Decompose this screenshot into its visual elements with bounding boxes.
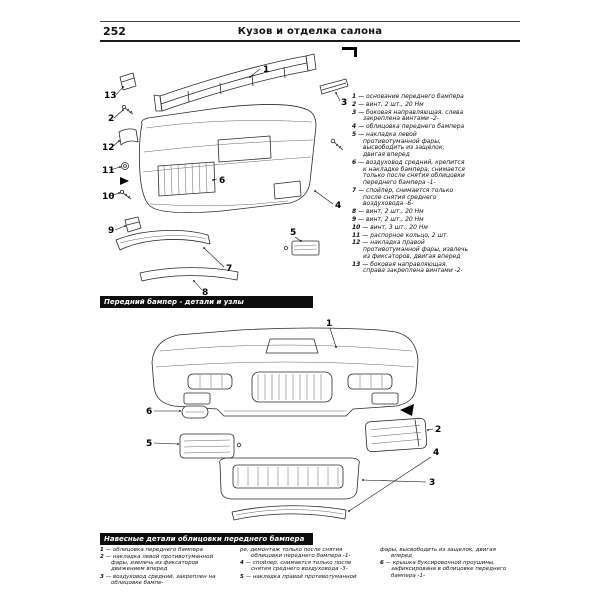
figure1-legend: 1 — основание переднего бампера 2 — винт… [352, 93, 468, 276]
callout-5: 5 [146, 439, 152, 449]
legend-item: 12 — накладка правой противотуманной фар… [352, 239, 468, 260]
legend-item: 4 — спойлер, снимается только после снят… [240, 560, 352, 573]
callout-3: 3 [341, 98, 347, 108]
part-center-air-duct [157, 161, 216, 197]
callout-10: 10 [102, 192, 115, 202]
page-title: Кузов и отделка салона [237, 26, 383, 37]
figure1-caption: Передний бампер - детали и узлы [100, 296, 313, 308]
callout-4: 4 [335, 201, 341, 211]
part-cover-12 [118, 128, 139, 146]
part-bracket-13 [119, 72, 137, 91]
part-spoiler-strip-4 [231, 505, 347, 521]
callout-1: 1 [263, 65, 269, 75]
part-strip-8 [139, 267, 239, 282]
page-number: 252 [103, 25, 126, 38]
legend-item: 6 — воздуховод средний, крепится к накла… [352, 158, 465, 187]
legend-item: 5 — накладка правой противотуманной [240, 573, 357, 580]
callout-2: 2 [435, 425, 441, 435]
callout-2: 2 [108, 114, 114, 124]
leader-lines [153, 327, 434, 512]
part-spoiler-7 [115, 230, 211, 251]
callout-13: 13 [104, 91, 117, 101]
callout-1: 1 [326, 319, 332, 329]
corner-mark-icon [342, 47, 357, 57]
legend-item: 1 — облицовка переднего бампера [100, 547, 203, 553]
figure2-legend-column-3: фары, высвободить из защелок, двигая впе… [380, 547, 518, 580]
direction-arrow-icon [120, 177, 129, 185]
figure2-caption: Навесные детали облицовки переднего бамп… [100, 533, 313, 545]
legend-item: 3 — боковая направляющая, слева закрепле… [352, 108, 464, 123]
header-rule-bottom [100, 40, 520, 42]
part-fog-cover-left-2 [365, 417, 428, 453]
figure2-legend-column-2: ре, демонтаж только после снятия облицов… [240, 547, 372, 581]
part-bracket-9 [124, 216, 142, 233]
part-tow-hook-cover-6 [181, 405, 209, 419]
callout-8: 8 [202, 288, 208, 296]
legend-item: 2 — винт, 2 шт., 20 Нм [352, 100, 424, 108]
part-fog-cover-5 [284, 240, 320, 256]
legend-item: фары, высвободить из защелок, двигая впе… [380, 547, 496, 560]
spacer-ring-11 [121, 162, 129, 170]
part-center-duct-3 [219, 457, 360, 500]
callout-6: 6 [219, 176, 225, 186]
part-bumper-cover-front [151, 327, 419, 417]
legend-item: 1 — основание переднего бампера [352, 93, 464, 100]
figure2-legend-column-1: 1 — облицовка переднего бампера 2 — накл… [100, 547, 232, 587]
direction-arrow-icon [400, 404, 414, 416]
legend-item: 5 — накладка левой противотуманной фары,… [352, 130, 445, 159]
legend-item: 9 — винт, 2 шт., 20 Нм [352, 216, 424, 224]
callout-12: 12 [102, 143, 115, 153]
part-side-rail-right [319, 78, 349, 95]
callout-9: 9 [108, 226, 114, 236]
legend-item: 3 — воздуховод средний, закреплен на обл… [100, 573, 216, 586]
legend-item: 2 — накладка левой противотуманной фары,… [100, 554, 214, 573]
callout-4: 4 [433, 448, 439, 458]
legend-item: 10 — винт, 3 шт., 20 Нм [352, 223, 428, 231]
legend-item: 4 — облицовка переднего бампера [352, 123, 465, 131]
legend-item: 13 — боковая направляющая, справа закреп… [352, 260, 463, 275]
legend-item: 7 — спойлер, снимается только после снят… [352, 186, 454, 208]
legend-item: 6 — крышка буксировочной проушины, зафик… [380, 560, 507, 579]
part-center-grille [251, 371, 333, 403]
leader-lines [109, 68, 341, 291]
callout-3: 3 [429, 478, 435, 488]
figure2-bumper-trim-parts: 1 6 5 2 4 3 [146, 319, 441, 521]
callout-7: 7 [226, 264, 232, 274]
screw-10-icon [119, 189, 132, 200]
part-fog-cover-right-5 [179, 433, 242, 459]
callout-11: 11 [102, 166, 115, 176]
figure1-front-bumper-exploded: 1 13 2 12 11 10 9 6 3 4 5 7 8 [102, 47, 357, 296]
callout-5: 5 [290, 228, 296, 238]
callout-6: 6 [146, 407, 152, 417]
part-bumper-cover [138, 104, 317, 214]
screw-icon [330, 138, 344, 151]
legend-item: ре, демонтаж только после снятия облицов… [240, 547, 351, 560]
legend-item: 11 — распорное кольцо, 2 шт. [352, 231, 449, 239]
screw-2-icon [121, 105, 134, 115]
part-bumper-carrier [153, 53, 317, 112]
legend-item: 8 — винт, 2 шт., 20 Нм [352, 208, 424, 216]
header-rule-top [100, 21, 520, 22]
